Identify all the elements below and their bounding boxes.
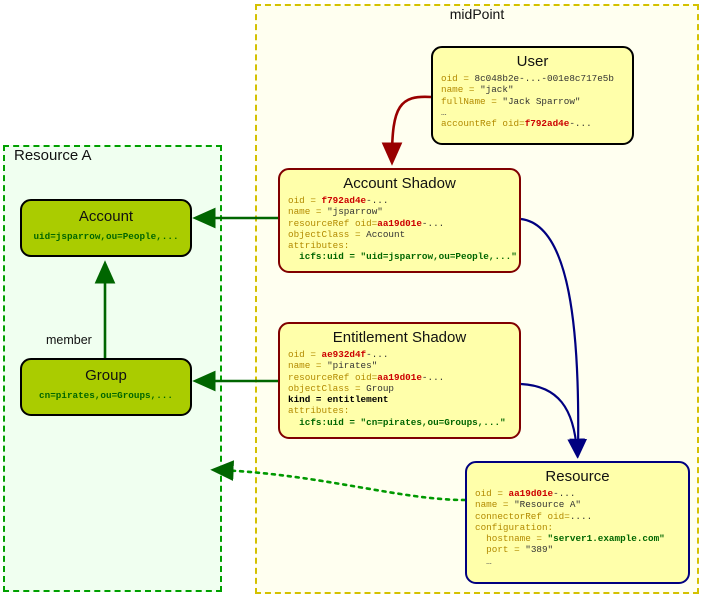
entitlement-shadow-card-body: oid = ae932d4f-...name = "pirates"resour… <box>288 349 506 428</box>
account-object-box[interactable]: Account uid=jsparrow,ou=People,... <box>20 199 192 257</box>
account-shadow-card-body: oid = f792ad4e-...name = "jsparrow"resou… <box>288 195 517 263</box>
entitlement-shadow-card-title: Entitlement Shadow <box>332 329 467 346</box>
account-shadow-card-title: Account Shadow <box>343 175 456 192</box>
resource-a-container-label: Resource A <box>14 147 92 164</box>
group-object-dn: cn=pirates,ou=Groups,... <box>39 390 173 401</box>
group-object-box[interactable]: Group cn=pirates,ou=Groups,... <box>20 358 192 416</box>
account-object-dn: uid=jsparrow,ou=People,... <box>33 231 179 242</box>
account-object-title: Account <box>78 208 134 225</box>
group-object-title: Group <box>85 367 127 384</box>
member-edge-label: member <box>46 333 92 347</box>
account-shadow-card[interactable]: Account Shadow oid = f792ad4e-...name = … <box>278 168 521 273</box>
midpoint-container-label: midPoint <box>449 6 505 22</box>
entitlement-shadow-card[interactable]: Entitlement Shadow oid = ae932d4f-...nam… <box>278 322 521 439</box>
user-card-title: User <box>516 53 549 70</box>
resource-card-title: Resource <box>545 468 610 485</box>
resource-card[interactable]: Resource oid = aa19d01e-...name = "Resou… <box>465 461 690 584</box>
resource-card-body: oid = aa19d01e-...name = "Resource A"con… <box>475 488 665 567</box>
